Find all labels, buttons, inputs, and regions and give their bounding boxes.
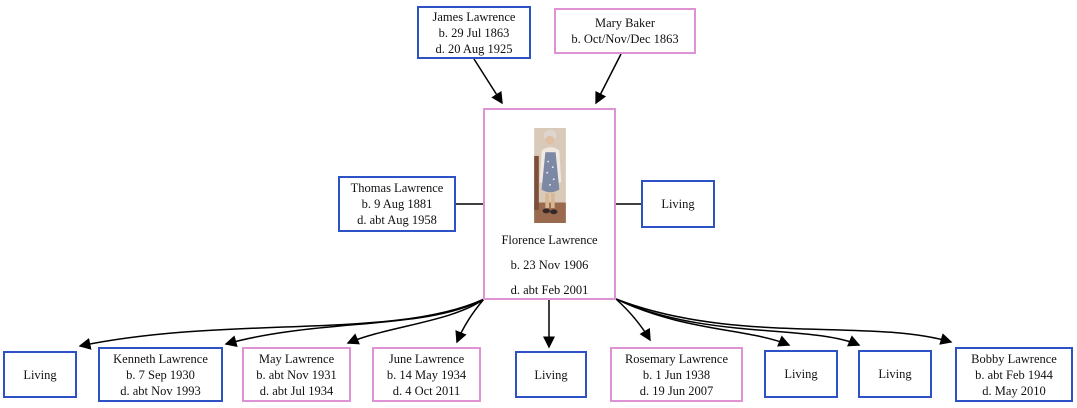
- person-name: Mary Baker: [594, 16, 656, 30]
- node-thomas-lawrence[interactable]: Thomas Lawrence b. 9 Aug 1881 d. abt Aug…: [338, 176, 456, 232]
- person-birth: b. 1 Jun 1938: [642, 367, 711, 382]
- person-name: Living: [878, 367, 912, 381]
- person-name: Thomas Lawrence: [350, 181, 444, 195]
- person-birth: b. Oct/Nov/Dec 1863: [571, 32, 679, 46]
- node-rosemary-lawrence[interactable]: Rosemary Lawrence b. 1 Jun 1938 d. 19 Ju…: [610, 347, 743, 402]
- portrait-photo: [533, 128, 566, 223]
- person-death: d. abt Nov 1993: [120, 383, 201, 398]
- node-bobby-lawrence[interactable]: Bobby Lawrence b. abt Feb 1944 d. May 20…: [955, 347, 1073, 402]
- node-james-lawrence[interactable]: James Lawrence b. 29 Jul 1863 d. 20 Aug …: [417, 6, 531, 59]
- arrow-to-child-6: [615, 298, 651, 342]
- person-birth: b. 14 May 1934: [386, 367, 467, 382]
- person-name: Florence Lawrence: [501, 233, 598, 247]
- person-birth: b. 9 Aug 1881: [361, 197, 433, 211]
- person-name: Living: [23, 367, 57, 382]
- person-birth: b. 7 Sep 1930: [126, 367, 195, 382]
- person-death: d. 19 Jun 2007: [639, 383, 714, 398]
- node-mary-baker[interactable]: Mary Baker b. Oct/Nov/Dec 1863: [554, 8, 696, 54]
- person-name: May Lawrence: [258, 351, 335, 366]
- node-june-lawrence[interactable]: June Lawrence b. 14 May 1934 d. 4 Oct 20…: [372, 347, 481, 402]
- person-death: d. May 2010: [982, 383, 1046, 398]
- node-kenneth-lawrence[interactable]: Kenneth Lawrence b. 7 Sep 1930 d. abt No…: [98, 347, 223, 402]
- person-name: Living: [661, 197, 695, 211]
- person-death: d. abt Feb 2001: [510, 283, 589, 297]
- node-child-living-1[interactable]: Living: [3, 351, 77, 398]
- node-florence-lawrence[interactable]: Florence Lawrence b. 23 Nov 1906 d. abt …: [483, 108, 616, 300]
- person-birth: b. 23 Nov 1906: [510, 258, 589, 272]
- person-birth: b. abt Feb 1944: [975, 367, 1053, 382]
- person-death: d. 20 Aug 1925: [435, 41, 513, 56]
- arrow-james-to-florence: [473, 58, 503, 105]
- person-death: d. abt Aug 1958: [357, 213, 437, 227]
- person-name: Living: [784, 367, 818, 381]
- person-name: Kenneth Lawrence: [113, 351, 208, 366]
- node-child-living-4[interactable]: Living: [858, 350, 932, 398]
- arrow-to-child-8: [615, 298, 861, 347]
- node-child-living-2[interactable]: Living: [515, 351, 587, 398]
- person-death: d. abt Jul 1934: [259, 383, 334, 398]
- arrow-to-child-3: [346, 298, 485, 345]
- node-may-lawrence[interactable]: May Lawrence b. abt Nov 1931 d. abt Jul …: [242, 347, 351, 402]
- arrow-mary-to-florence: [595, 53, 622, 105]
- arrow-to-child-4: [455, 298, 485, 344]
- node-child-living-3[interactable]: Living: [764, 350, 838, 398]
- person-name: Rosemary Lawrence: [624, 351, 729, 366]
- arrow-to-child-7: [615, 298, 791, 347]
- person-name: Living: [534, 367, 568, 382]
- node-spouse-living[interactable]: Living: [641, 180, 715, 228]
- arrow-to-child-2: [224, 298, 485, 347]
- person-name: Bobby Lawrence: [971, 351, 1057, 366]
- person-name: James Lawrence: [432, 9, 516, 24]
- person-death: d. 4 Oct 2011: [392, 383, 461, 398]
- arrow-to-child-1: [78, 298, 485, 350]
- person-name: June Lawrence: [388, 351, 465, 366]
- person-birth: b. abt Nov 1931: [256, 367, 337, 382]
- arrow-to-child-9: [615, 298, 953, 345]
- person-birth: b. 29 Jul 1863: [438, 25, 510, 40]
